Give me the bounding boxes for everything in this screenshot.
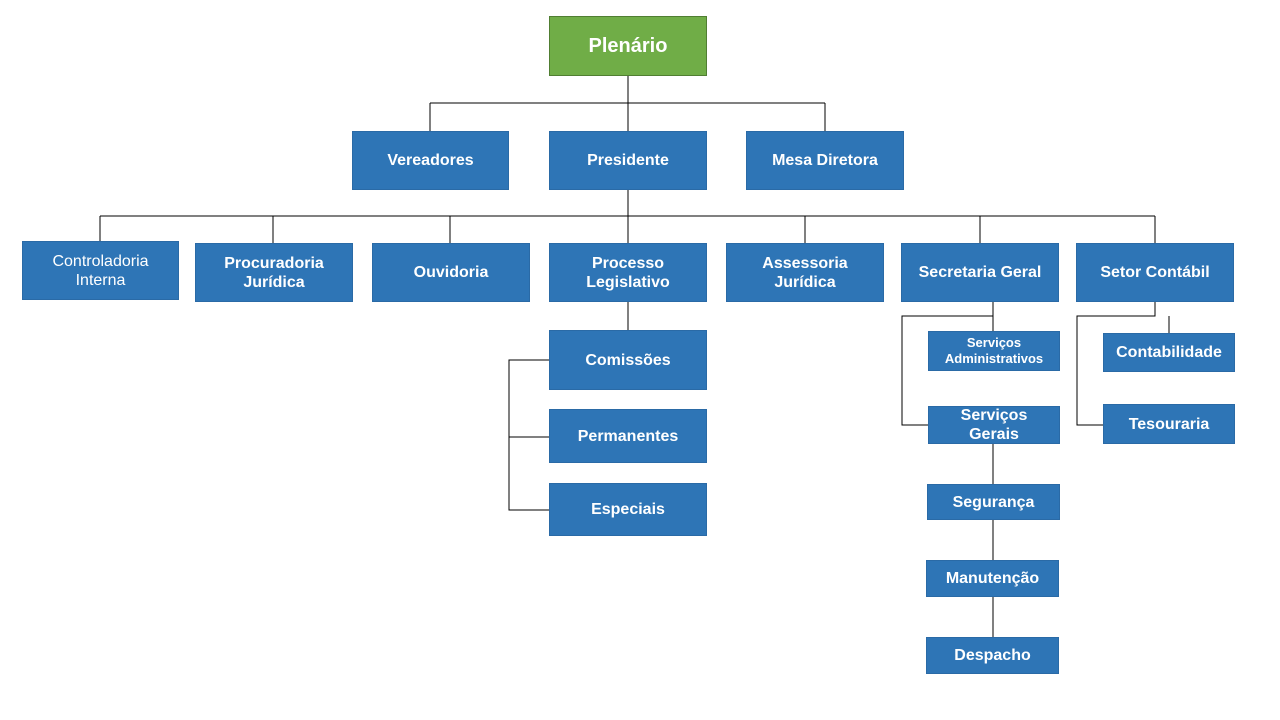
permanentes-box: Permanentes: [549, 409, 707, 463]
procuradoria-juridica-label: Procuradoria Jurídica: [224, 254, 324, 291]
vereadores-label: Vereadores: [387, 152, 474, 169]
mesa-diretora-label: Mesa Diretora: [772, 152, 878, 169]
vereadores-box: Vereadores: [352, 131, 509, 190]
processo-legislativo-label: Processo Legislativo: [586, 254, 670, 291]
presidente-box: Presidente: [549, 131, 707, 190]
connector-processo-legislativo: [508, 302, 629, 511]
assessoria-juridica-label: Assessoria Jurídica: [762, 254, 848, 291]
connector-presidente-level2: [99, 190, 1156, 243]
tesouraria-box: Tesouraria: [1103, 404, 1235, 444]
manutencao-label: Manutenção: [945, 570, 1040, 587]
ouvidoria-box: Ouvidoria: [372, 243, 530, 302]
manutencao-box: Manutenção: [926, 560, 1059, 597]
servicos-gerais-label: Serviços Gerais: [960, 407, 1028, 443]
setor-contabil-box: Setor Contábil: [1076, 243, 1234, 302]
plenario-label: Plenário: [588, 34, 668, 57]
processo-legislativo-box: Processo Legislativo: [549, 243, 707, 302]
contabilidade-box: Contabilidade: [1103, 333, 1235, 372]
comissoes-label: Comissões: [585, 351, 671, 369]
plenario-box: Plenário: [549, 16, 707, 76]
secretaria-geral-box: Secretaria Geral: [901, 243, 1059, 302]
assessoria-juridica-box: Assessoria Jurídica: [726, 243, 884, 302]
servicos-gerais-box: Serviços Gerais: [928, 406, 1060, 444]
controladoria-interna-label: Controladoria Interna: [52, 252, 149, 289]
seguranca-box: Segurança: [927, 484, 1060, 520]
tesouraria-label: Tesouraria: [1128, 415, 1210, 433]
despacho-label: Despacho: [954, 647, 1031, 664]
connector-setor-contabil: [1076, 302, 1170, 426]
especiais-box: Especiais: [549, 483, 707, 536]
mesa-diretora-box: Mesa Diretora: [746, 131, 904, 190]
connector-plenario-level1: [429, 76, 826, 131]
contabilidade-label: Contabilidade: [1116, 344, 1222, 361]
procuradoria-juridica-box: Procuradoria Jurídica: [195, 243, 353, 302]
setor-contabil-label: Setor Contábil: [1100, 264, 1210, 281]
controladoria-interna-box: Controladoria Interna: [22, 241, 179, 300]
connector-secretaria-geral: [901, 302, 994, 637]
especiais-label: Especiais: [591, 501, 665, 518]
ouvidoria-label: Ouvidoria: [413, 264, 489, 281]
despacho-box: Despacho: [926, 637, 1059, 674]
presidente-label: Presidente: [587, 152, 669, 169]
servicos-administrativos-box: Serviços Administrativos: [928, 331, 1060, 371]
comissoes-box: Comissões: [549, 330, 707, 390]
permanentes-label: Permanentes: [577, 427, 679, 445]
seguranca-label: Segurança: [952, 493, 1035, 511]
secretaria-geral-label: Secretaria Geral: [918, 264, 1042, 281]
servicos-administrativos-label: Serviços Administrativos: [944, 335, 1044, 366]
